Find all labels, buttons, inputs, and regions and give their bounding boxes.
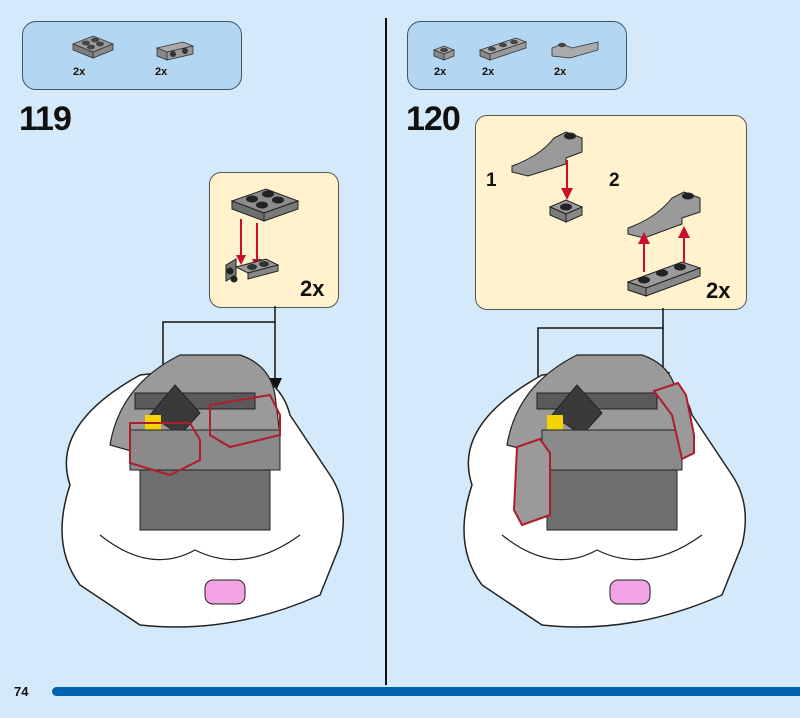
sub-step-number: 2 [609, 170, 620, 191]
page-number: 74 [14, 684, 29, 699]
part-qty: 2x [554, 66, 567, 78]
part-qty: 2x [434, 66, 447, 78]
subassembly-qty: 2x [706, 278, 731, 303]
bracket-icon [225, 258, 280, 283]
plate-1x1-icon [548, 199, 584, 223]
arrow-up-icon [638, 226, 690, 272]
bracket-icon [155, 41, 195, 61]
part-qty: 2x [73, 66, 86, 78]
step-number: 120 [406, 100, 461, 138]
model-illustration-step-119 [61, 354, 345, 628]
parts-callout-step-119: 2x 2x [22, 21, 242, 90]
arrow-down-icon [561, 160, 573, 200]
sub-step-number: 1 [486, 170, 497, 191]
part-qty: 2x [155, 66, 168, 78]
subassembly-qty: 2x [300, 276, 325, 301]
plate-1x1-icon [432, 45, 456, 61]
plate-2x2-icon [230, 188, 300, 222]
subassembly-callout-step-119: 2x [209, 172, 339, 308]
curved-slope-icon [627, 191, 701, 239]
step-number: 119 [19, 100, 72, 138]
step-divider [385, 18, 387, 685]
plate-1x3-icon [478, 37, 528, 61]
part-qty: 2x [482, 66, 495, 78]
plate-2x2-icon [71, 35, 115, 59]
parts-callout-step-120: 2x 2x 2x [407, 21, 627, 90]
curved-slope-icon [551, 41, 599, 59]
subassembly-callout-step-120: 1 2 2x [475, 115, 747, 310]
page-progress-bar [52, 687, 800, 696]
model-illustration-step-120 [463, 354, 747, 628]
plate-1x3-icon [626, 261, 702, 297]
